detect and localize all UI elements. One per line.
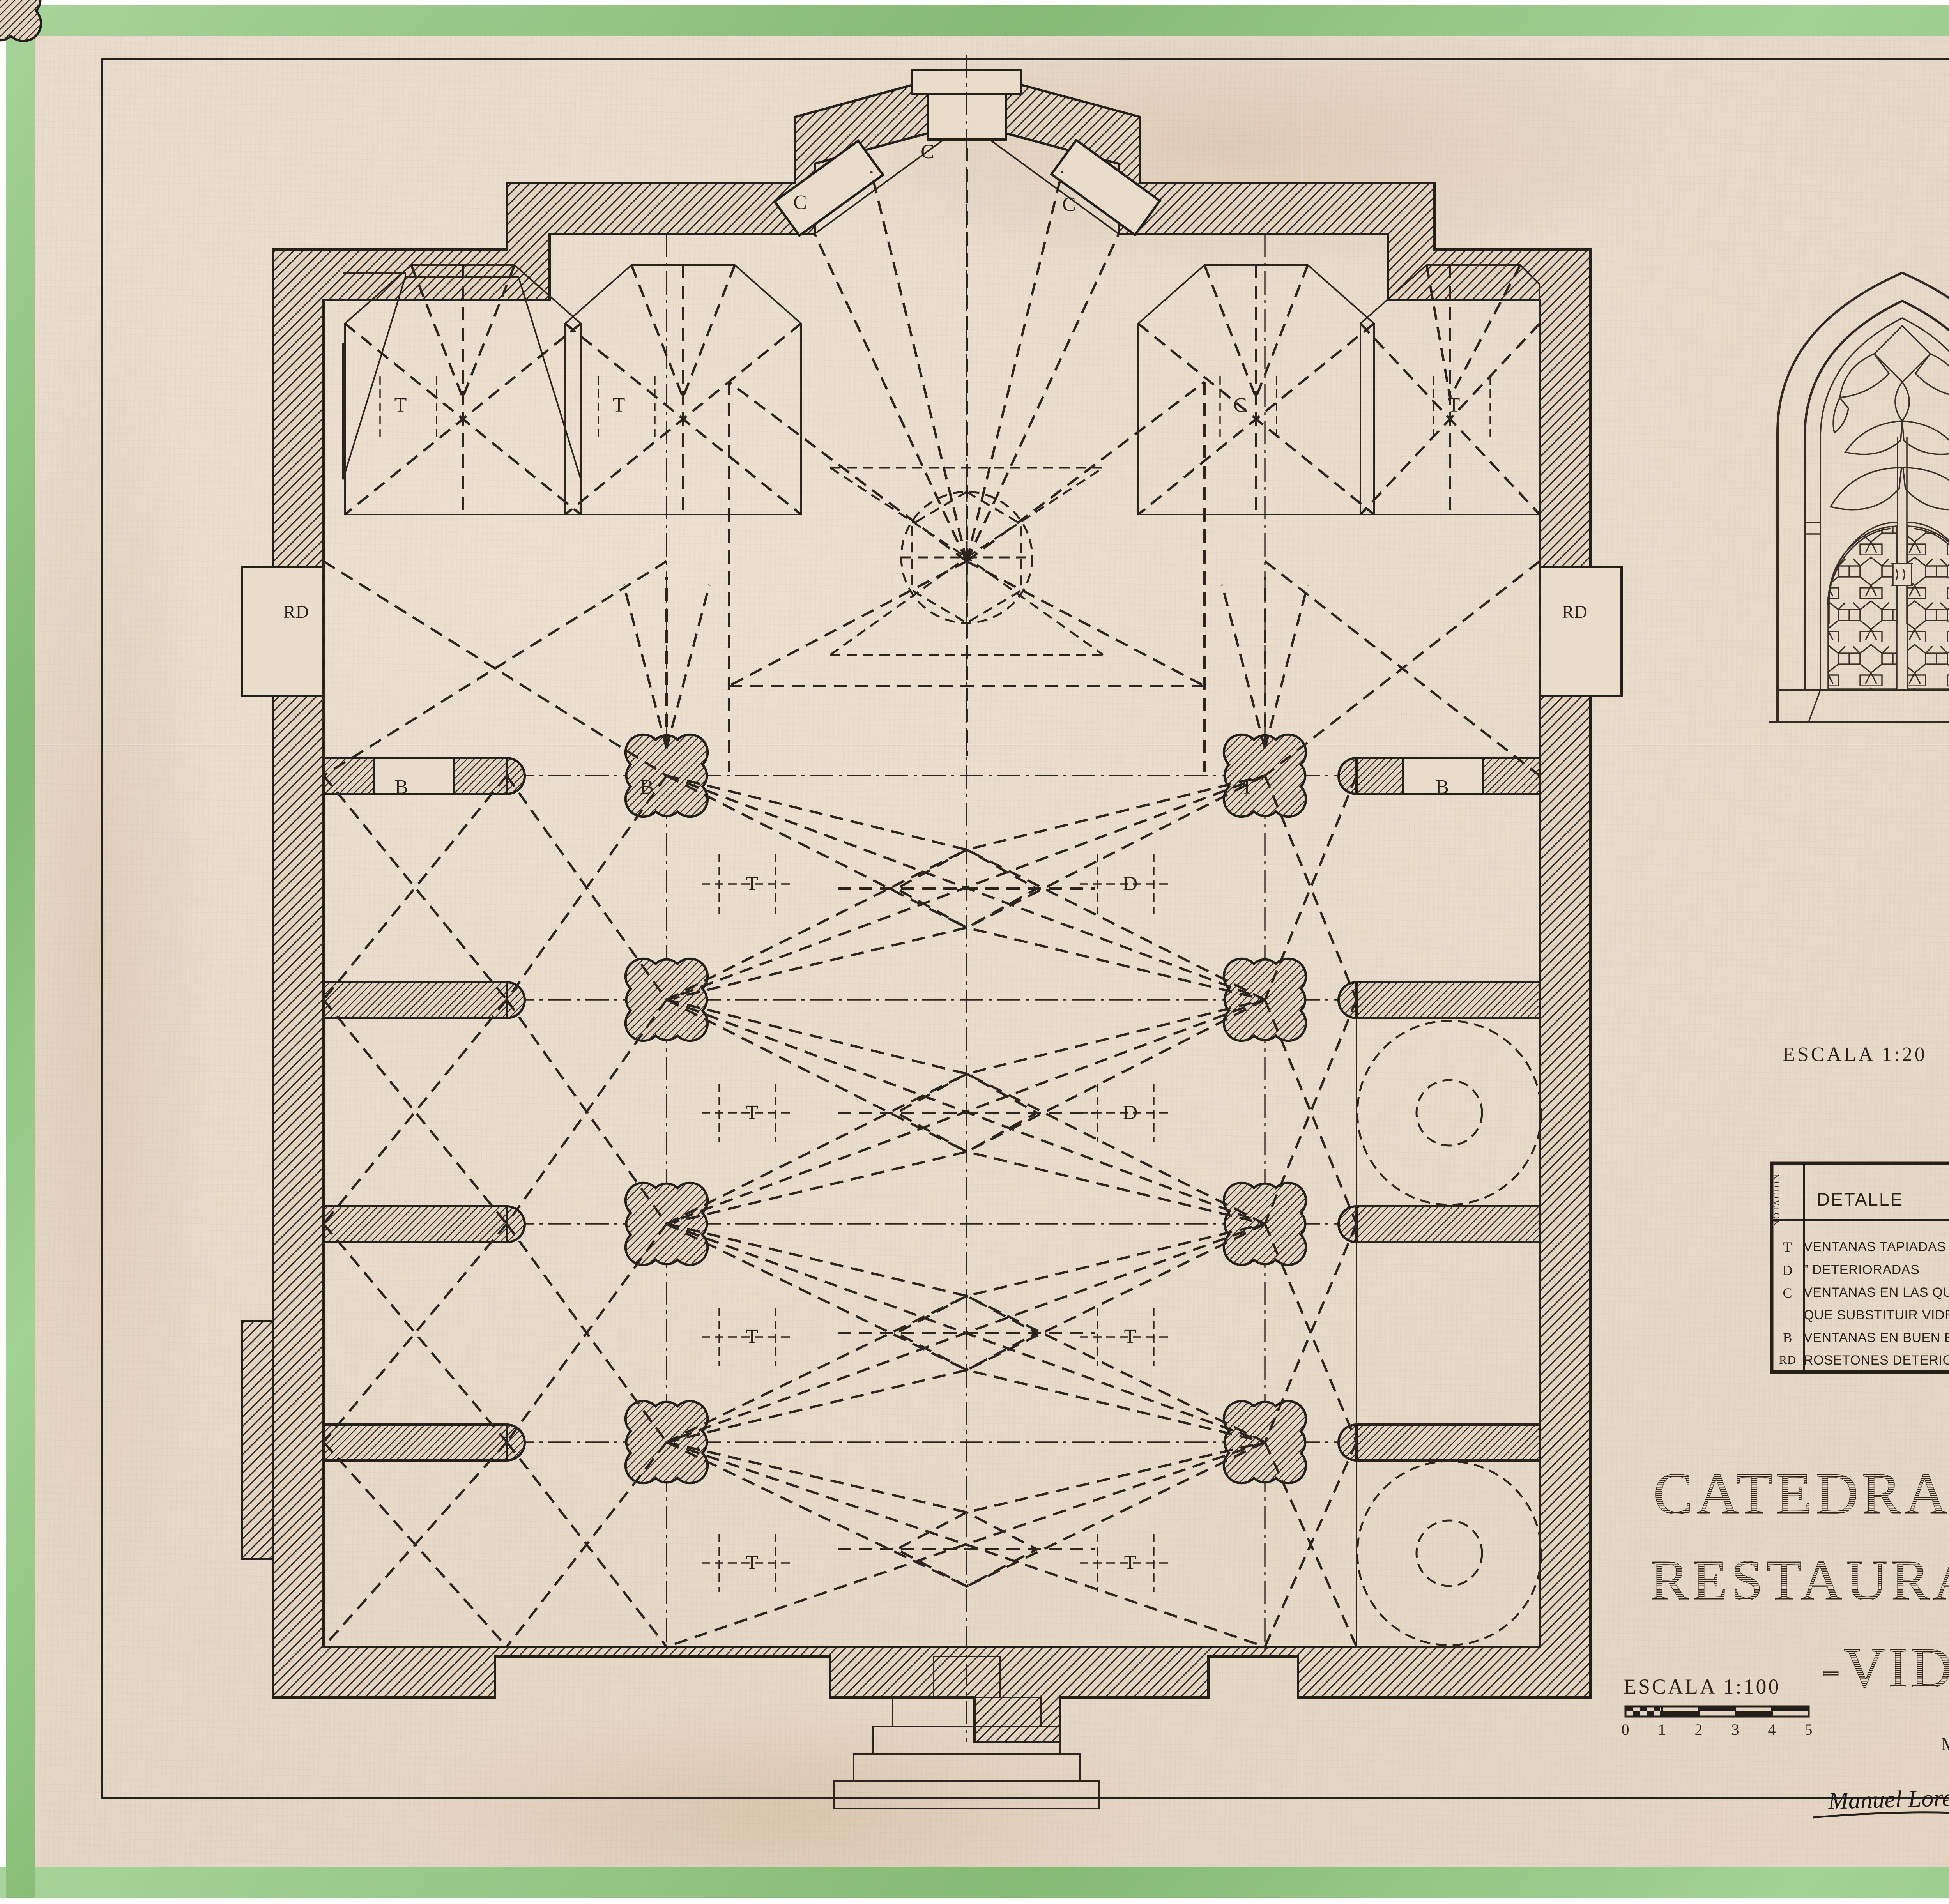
legend-header-notation-cell: NOTACION — [1772, 1163, 1804, 1236]
plan-marker-rd: RD — [283, 602, 309, 622]
plan-marker-b: B — [1435, 776, 1449, 798]
legend-row-1-detail: ” DETERIORADAS — [1804, 1262, 1920, 1278]
drawing-border-frame — [101, 58, 1949, 1799]
plan-marker-rd: RD — [1562, 602, 1588, 622]
scale-tick-0: 0 — [1621, 1721, 1630, 1738]
legend-row-0-detail: VENTANAS TAPIADAS — [1804, 1239, 1946, 1254]
legend-row-2-notation: C — [1783, 1285, 1793, 1301]
legend-row-1-notation: D — [1782, 1262, 1793, 1278]
plan-marker-d: D — [1123, 873, 1138, 895]
plan-marker-t: T — [746, 1101, 759, 1124]
page-title-line-1: CATEDRAL DE HUESCA — [1622, 1460, 1949, 1527]
table-row: T VENTANAS TAPIADAS 10 — [1772, 1236, 1949, 1259]
legend-row-4-detail: VENTANAS EN BUEN ESTADO — [1804, 1330, 1949, 1345]
legend-row-4-notation: B — [1783, 1330, 1793, 1346]
place-date-label: MADRID, MARZO 1942 — [1941, 1735, 1949, 1753]
table-row: QUE SUBSTITUIR VIDRIERAS 4 — [1772, 1304, 1949, 1327]
page-title-line-2: RESTAURACION DE LAS — [1622, 1547, 1949, 1614]
plan-marker-t: T — [1241, 776, 1254, 798]
mount-tape-bottom — [0, 1867, 1949, 1898]
table-row: D ” DETERIORADAS 2 — [1772, 1259, 1949, 1282]
legend-row-5-detail: ROSETONES DETERIORADOS — [1804, 1352, 1949, 1368]
legend-table: NOTACION DETALLE NUMERO T VENTANAS TAPIA… — [1772, 1163, 1949, 1372]
scale-tick-2: 2 — [1694, 1721, 1703, 1738]
mount-tape-left — [6, 5, 35, 1898]
plan-scale-label: ESCALA 1:100 — [1624, 1675, 1781, 1698]
detail-scale-label: ESCALA 1:20 — [1783, 1043, 1927, 1066]
plan-marker-t: T — [394, 394, 407, 416]
mount-tape-top — [0, 5, 1949, 36]
legend-row-0-notation: T — [1783, 1239, 1792, 1255]
legend-header-detail: DETALLE — [1817, 1189, 1904, 1210]
plan-marker-t: T — [746, 1326, 759, 1348]
legend-row-5-notation: RD — [1779, 1354, 1796, 1367]
plan-marker-b: B — [394, 776, 409, 798]
plan-marker-t: T — [1447, 394, 1461, 416]
table-row: B VENTANAS EN BUEN ESTADO — [1772, 1327, 1949, 1349]
plan-marker-c: C — [1233, 394, 1247, 416]
plan-marker-t: T — [1124, 1326, 1137, 1348]
plan-marker-t: T — [612, 394, 626, 416]
plan-marker-c: C — [921, 141, 935, 163]
plan-marker-b: B — [640, 776, 654, 798]
plan-marker-t: T — [746, 1552, 759, 1574]
legend-header-notation: NOTACION — [1772, 1172, 1781, 1226]
table-row: RD ROSETONES DETERIORADOS 2 — [1772, 1349, 1949, 1372]
scale-tick-4: 4 — [1768, 1721, 1776, 1738]
table-row: C VENTANAS EN LAS QUE HAY — [1772, 1282, 1949, 1304]
plan-marker-c: C — [793, 191, 807, 214]
page-title-line-3: -VIDRIERAS- — [1622, 1635, 1949, 1701]
legend-row-2-detail: VENTANAS EN LAS QUE HAY — [1804, 1285, 1949, 1300]
legend-row-3-detail: QUE SUBSTITUIR VIDRIERAS — [1804, 1307, 1949, 1322]
plan-marker-t: T — [746, 873, 759, 895]
legend-row-3-notation — [1772, 1304, 1804, 1327]
legend-header-row: NOTACION DETALLE NUMERO — [1772, 1163, 1949, 1236]
plan-marker-d: D — [1123, 1101, 1138, 1124]
scale-tick-1: 1 — [1658, 1721, 1666, 1738]
plan-marker-c: C — [1062, 193, 1076, 216]
scale-tick-3: 3 — [1731, 1721, 1740, 1738]
scale-tick-5: 5 — [1804, 1721, 1813, 1738]
plan-marker-t: T — [1124, 1552, 1137, 1574]
